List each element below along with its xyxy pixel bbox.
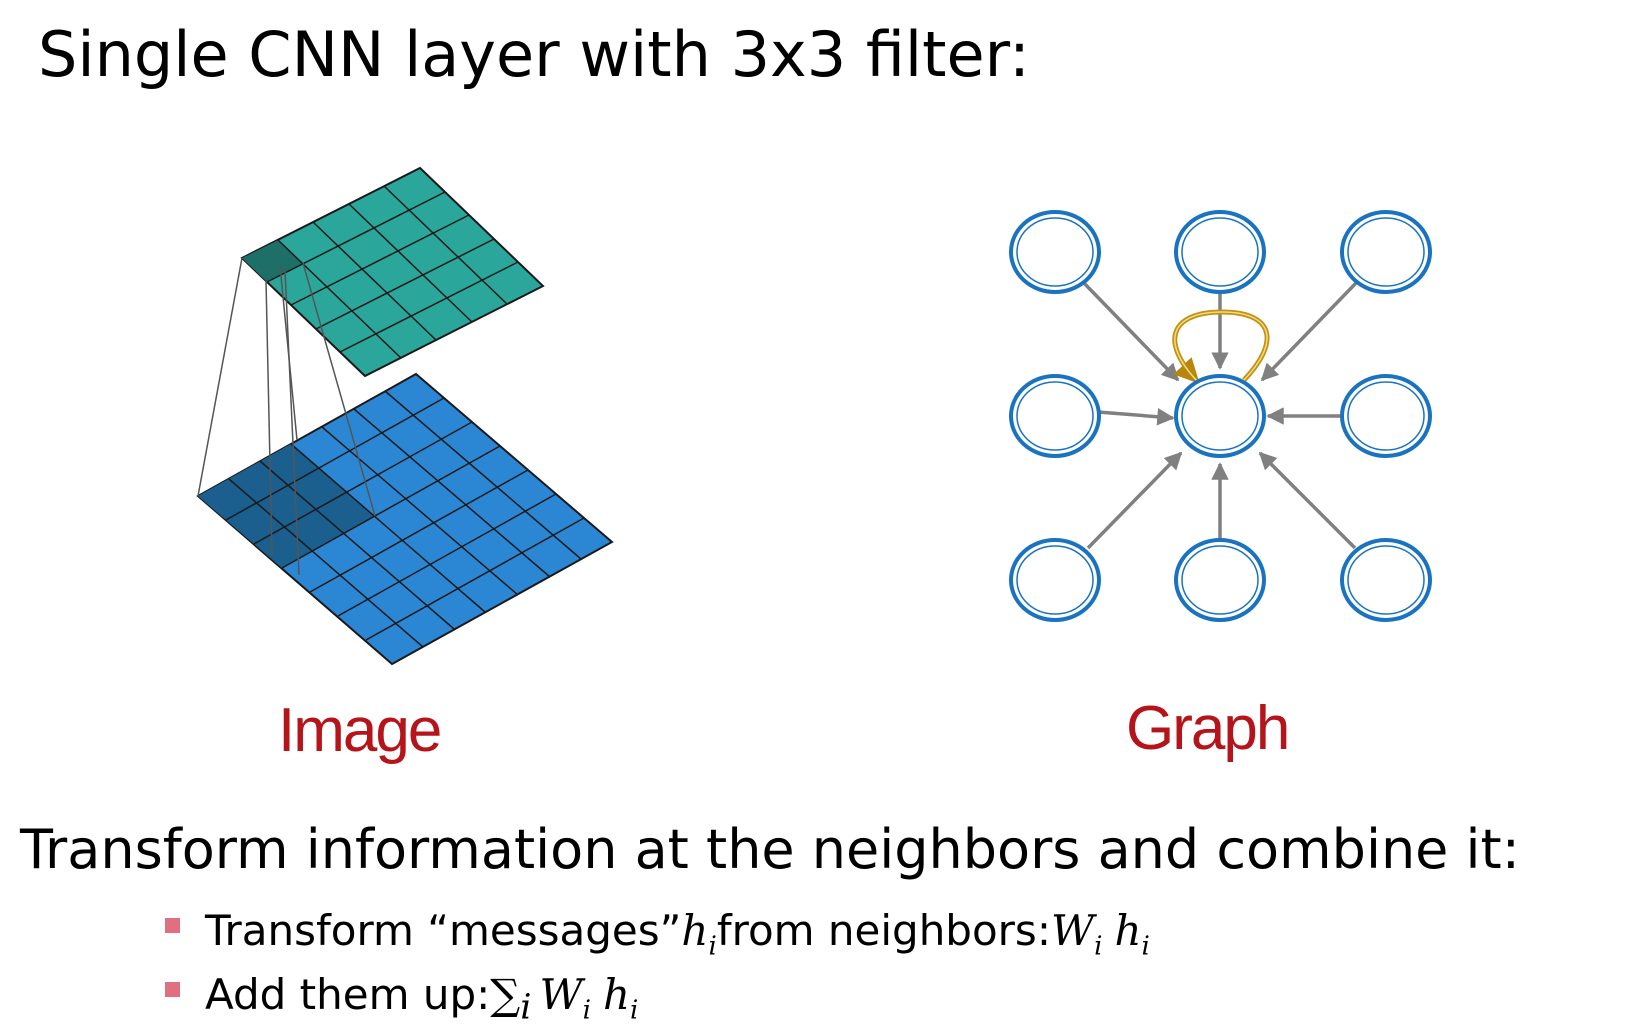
node-top-left (1009, 210, 1101, 294)
input-grid-surface (196, 372, 614, 666)
node-middle-right (1340, 374, 1432, 458)
graph-illustration (1009, 210, 1432, 622)
edge-bottom-right (1258, 451, 1357, 550)
output-grid-lines (266, 185, 519, 359)
bullet-text: Add them up: (205, 970, 491, 1019)
bullet-add-them-up: Add them up: ∑i Wi hi (165, 970, 638, 1028)
graph-edges (1081, 280, 1359, 550)
math-h-2: hi (1114, 906, 1150, 962)
receptive-field-lines (197, 257, 376, 576)
slide-title: Single CNN layer with 3x3 filter: (38, 18, 1030, 91)
node-bottom-right (1340, 538, 1432, 622)
node-bottom-left (1009, 538, 1101, 622)
edge-left (1097, 408, 1175, 426)
section-subtitle: Transform information at the neighbors a… (20, 818, 1520, 881)
input-grid-lines (225, 390, 585, 648)
cnn-illustration (196, 166, 614, 666)
graph-caption: Graph (1126, 694, 1290, 763)
node-center (1174, 374, 1266, 458)
bullet-marker (165, 982, 180, 997)
edge-top-left (1081, 280, 1180, 382)
math-h: hi (681, 906, 717, 962)
node-top-center (1174, 210, 1266, 294)
math-w: Wi (1050, 906, 1103, 962)
graph-nodes (1009, 210, 1432, 622)
bullet-text: Transform “messages” (205, 906, 682, 955)
image-caption: Image (278, 696, 442, 765)
bullet-transform-messages: Transform “messages” hi from neighbors: … (165, 906, 1150, 963)
input-image-grid (196, 372, 614, 666)
node-top-right (1340, 210, 1432, 294)
self-loop-highlight (1174, 311, 1268, 383)
node-middle-left (1009, 374, 1101, 458)
node-bottom-center (1174, 538, 1266, 622)
math-h: hi (602, 970, 639, 1026)
output-feature-map (240, 166, 545, 378)
math-w: Wi (539, 970, 591, 1026)
input-highlight-patch (198, 444, 375, 568)
bullet-text-continued: from neighbors: (716, 906, 1051, 955)
sum-symbol: ∑i (490, 970, 532, 1028)
edge-bottom-left (1086, 451, 1183, 550)
bullet-marker (165, 918, 180, 933)
edge-top-right (1260, 280, 1359, 382)
